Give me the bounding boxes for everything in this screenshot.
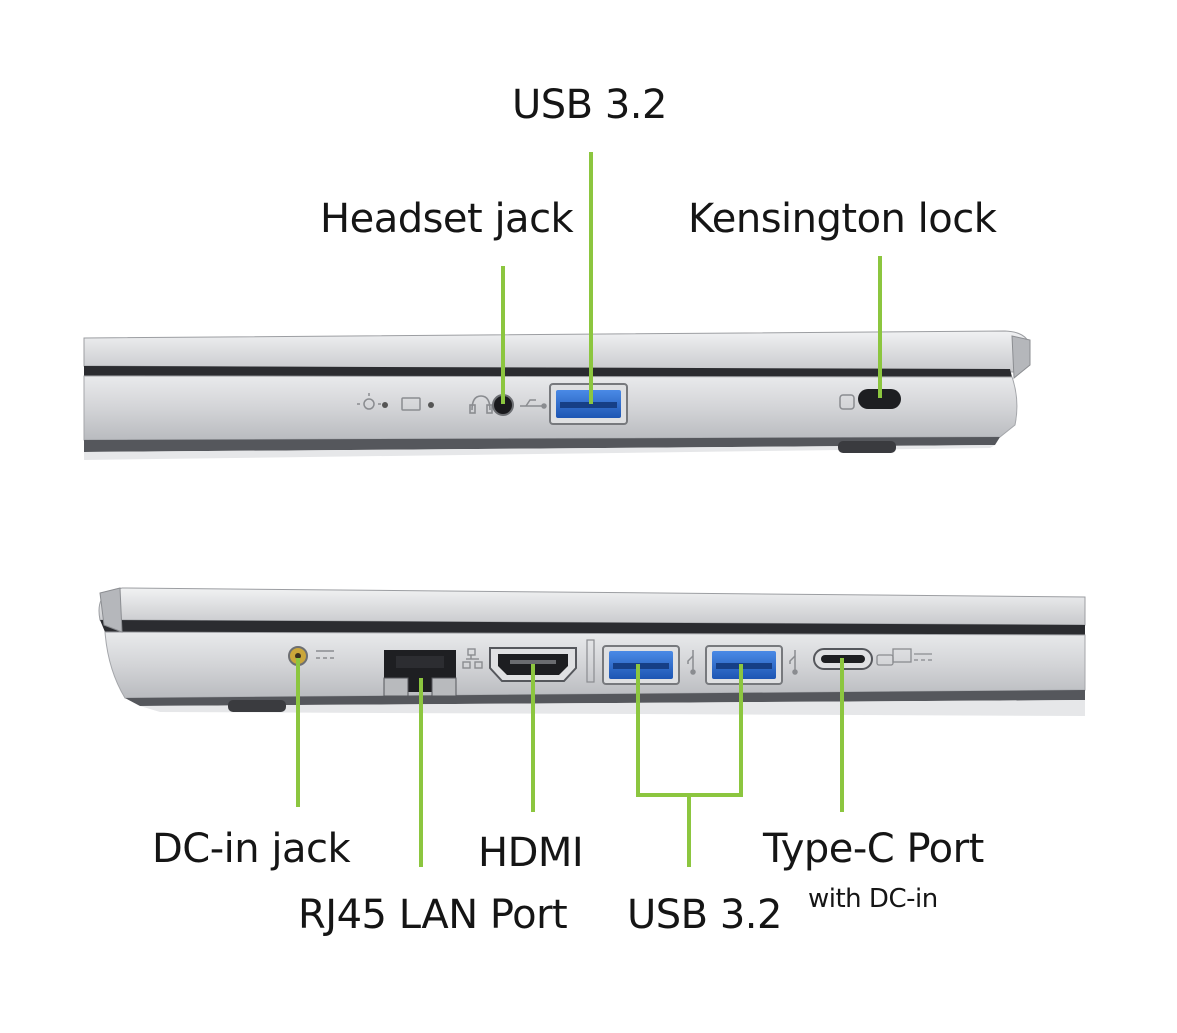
- type-c-sub-label: with DC-in: [808, 884, 938, 914]
- usb-bottom-label: USB 3.2: [627, 892, 782, 938]
- dc-in-jack-label: DC-in jack: [152, 826, 351, 872]
- leader-usb-bottom: [636, 664, 743, 867]
- usb-port-bottom-2: [705, 645, 783, 685]
- usb-icon: [520, 399, 547, 409]
- kensington-lock-slot: [858, 389, 901, 409]
- usb-port-top: [549, 383, 628, 425]
- laptop-left-side: [98, 587, 1086, 716]
- headset-jack-label: Headset jack: [320, 196, 574, 242]
- type-c-icons: [876, 648, 932, 666]
- usb-top-label: USB 3.2: [512, 82, 667, 128]
- kensington-lock-icon: [839, 394, 855, 410]
- headset-icon: [469, 395, 493, 414]
- type-c-port-label: Type-C Port: [763, 826, 984, 872]
- leader-lines: [296, 152, 882, 867]
- network-icon: [462, 648, 483, 669]
- top-indicators: [357, 393, 434, 411]
- rj45-lan-port-label: RJ45 LAN Port: [298, 892, 568, 938]
- kensington-lock-label: Kensington lock: [688, 196, 997, 242]
- hdmi-label: HDMI: [478, 830, 584, 876]
- usb-icon-bottom-1: [687, 650, 696, 675]
- hdmi-icon: [586, 639, 595, 683]
- dc-icon: [316, 650, 334, 659]
- usb-icon-bottom-2: [789, 650, 798, 675]
- usb-port-bottom-1: [602, 645, 680, 685]
